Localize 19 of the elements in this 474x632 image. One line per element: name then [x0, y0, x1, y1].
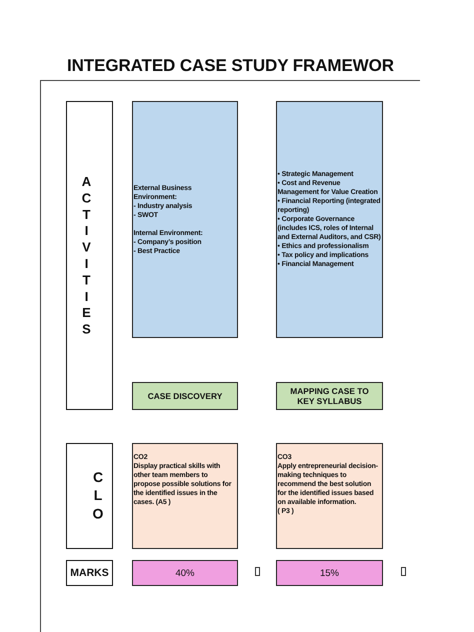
activity-box — [132, 101, 238, 338]
stage-label: MAPPING CASE TO KEY SYLLABUS — [289, 386, 370, 406]
row-header-box — [66, 443, 113, 549]
activity-box — [276, 101, 383, 338]
vertical-row-heading: ACTIVITIES — [79, 174, 94, 338]
stage-label: CASE DISCOVERY — [146, 391, 224, 401]
title: INTEGRATED CASE STUDY FRAMEWOR — [67, 56, 394, 76]
marks-box — [132, 560, 238, 586]
row-header-box — [66, 560, 113, 586]
row-heading: MARKS — [70, 567, 109, 579]
outcome-box — [276, 443, 383, 549]
row-header-box — [66, 101, 113, 410]
percentage-value: 40% — [175, 568, 194, 578]
marks-box — [276, 560, 383, 586]
outcome-box — [132, 443, 238, 549]
vertical-row-heading: CLO — [90, 468, 106, 524]
stage-box — [276, 382, 383, 410]
stage-box — [132, 382, 238, 410]
percentage-value: 15% — [320, 568, 339, 578]
